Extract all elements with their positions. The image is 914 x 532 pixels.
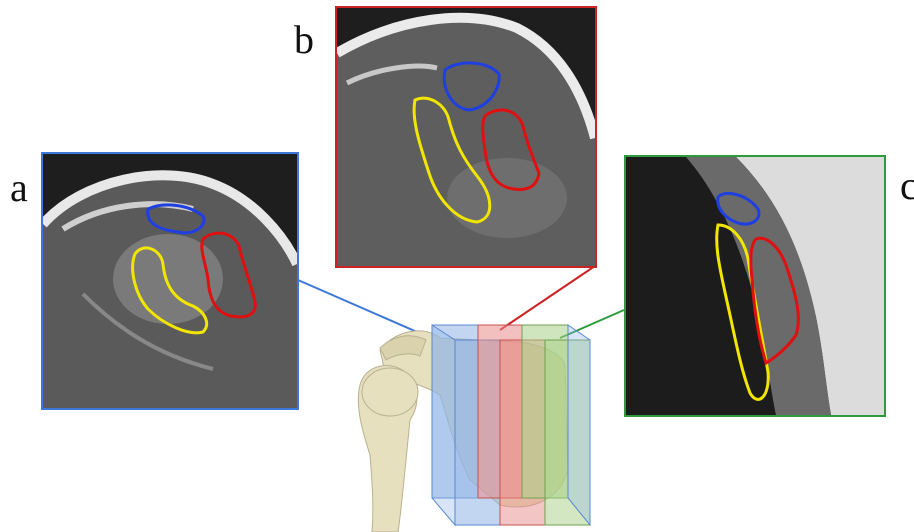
plane-green xyxy=(522,325,590,525)
mri-image-b xyxy=(337,8,595,266)
mri-panel-c xyxy=(624,155,886,417)
mri-image-c xyxy=(626,157,884,415)
mri-panel-a xyxy=(41,152,299,410)
mri-panel-b xyxy=(335,6,597,268)
mri-image-a xyxy=(43,154,297,408)
connector-line-b xyxy=(500,266,595,330)
